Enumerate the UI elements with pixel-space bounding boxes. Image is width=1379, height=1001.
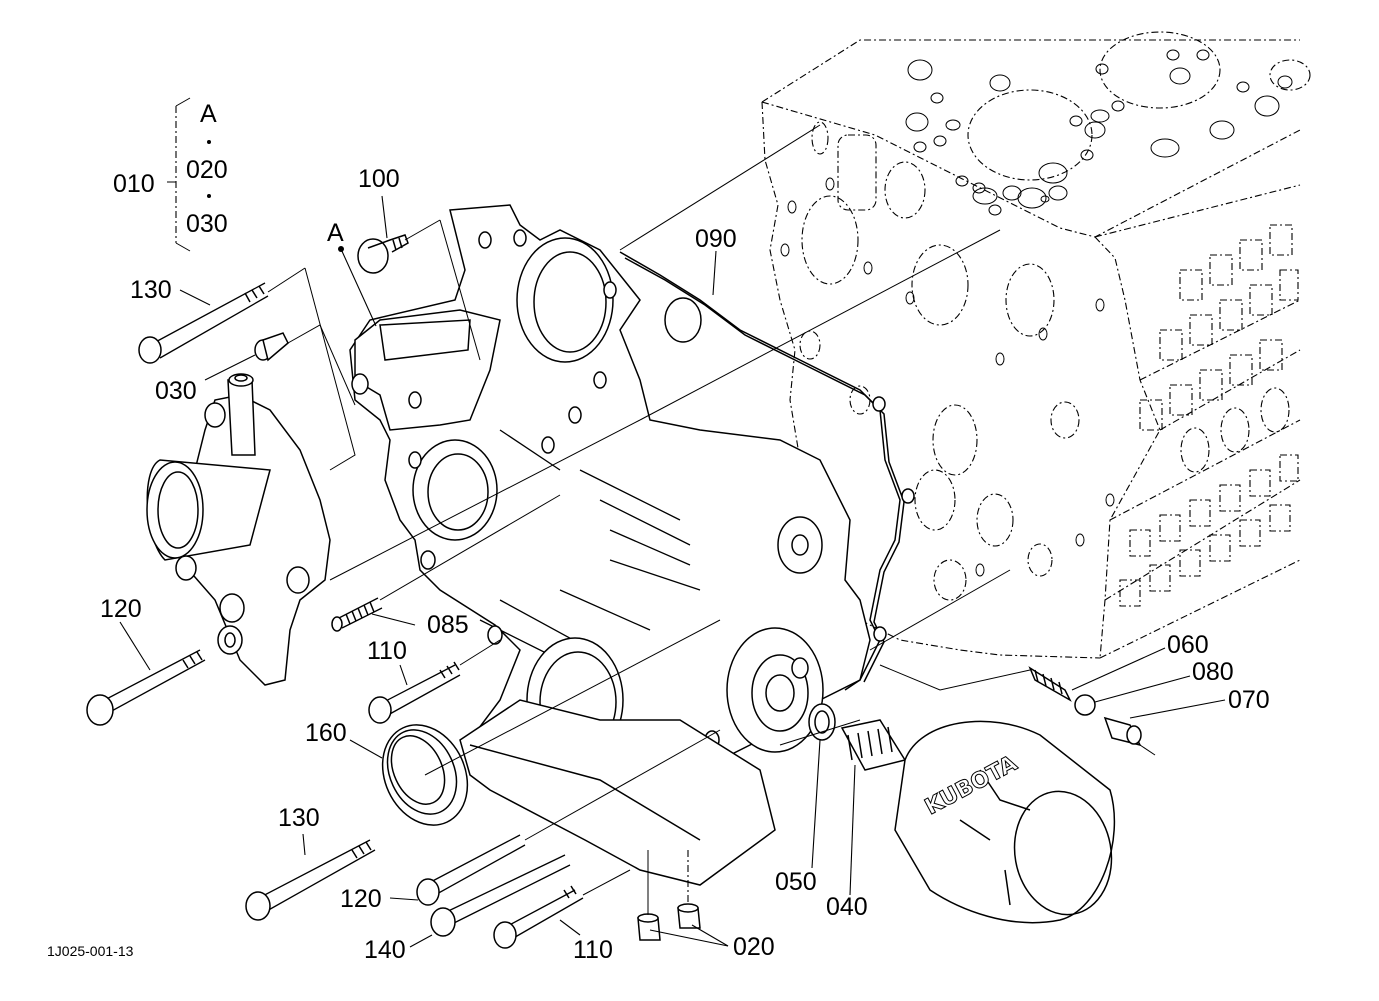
- bolt-130-top: [138, 282, 269, 364]
- joint-040: [840, 719, 907, 771]
- bolt-110-mid: [368, 661, 461, 724]
- separator-dot: [207, 194, 211, 198]
- bolt-120-left: [86, 649, 206, 726]
- block-side-windows: [1119, 224, 1299, 607]
- callout-040: 040: [826, 893, 868, 921]
- callout-labels: 010 A 020 030 100 A 130 030 090 120 085 …: [100, 100, 1270, 964]
- callout-160: 160: [305, 719, 347, 747]
- center-lines: [267, 124, 1156, 915]
- gasket-050: [808, 703, 836, 741]
- callout-110-mid: 110: [367, 637, 407, 665]
- callout-030: 030: [155, 377, 197, 405]
- callout-120-bottom: 120: [340, 885, 382, 913]
- front-face-holes: [780, 121, 1115, 601]
- callout-085: 085: [427, 611, 469, 639]
- lower-flange: [459, 699, 776, 886]
- ball-080: [1074, 694, 1096, 716]
- callout-140: 140: [364, 936, 406, 964]
- water-pump-housing: [146, 373, 331, 686]
- bolt-110-bottom: [493, 885, 584, 949]
- gear-case-gasket: [619, 251, 915, 691]
- separator-dot: [207, 140, 211, 144]
- callout-060: 060: [1167, 631, 1209, 659]
- oil-filter: KUBOTA: [894, 720, 1116, 924]
- callout-090: 090: [695, 225, 737, 253]
- callout-130-bottom: 130: [278, 804, 320, 832]
- gear-case: [349, 204, 871, 865]
- relief-valve-parts: [1028, 666, 1142, 747]
- callout-010: 010: [113, 170, 155, 198]
- callout-110-bottom: 110: [573, 936, 613, 964]
- callout-130-top: 130: [130, 276, 172, 304]
- callout-020: 020: [733, 933, 775, 961]
- callout-050: 050: [775, 868, 817, 896]
- bolt-130-bottom: [245, 839, 376, 921]
- callout-070: 070: [1228, 686, 1270, 714]
- callout-set-A: A: [200, 100, 217, 128]
- callout-100: 100: [358, 165, 400, 193]
- bolt-140: [430, 854, 571, 937]
- plugs-020: [637, 903, 701, 941]
- head-bolt-holes: [905, 49, 1293, 216]
- engine-block: [761, 31, 1311, 659]
- callout-set-020: 020: [186, 156, 228, 184]
- callout-120-left: 120: [100, 595, 142, 623]
- callout-A: A: [327, 219, 344, 247]
- set-group-bracket: [167, 97, 211, 252]
- bolt-100: [357, 234, 409, 274]
- stud-085: [331, 597, 383, 632]
- plug-030: [254, 332, 289, 362]
- leader-lines: [119, 195, 1226, 948]
- callout-set-030: 030: [186, 210, 228, 238]
- bolt-120-bottom: [416, 834, 526, 906]
- drawing-number: 1J025-001-13: [47, 943, 134, 959]
- callout-080: 080: [1192, 658, 1234, 686]
